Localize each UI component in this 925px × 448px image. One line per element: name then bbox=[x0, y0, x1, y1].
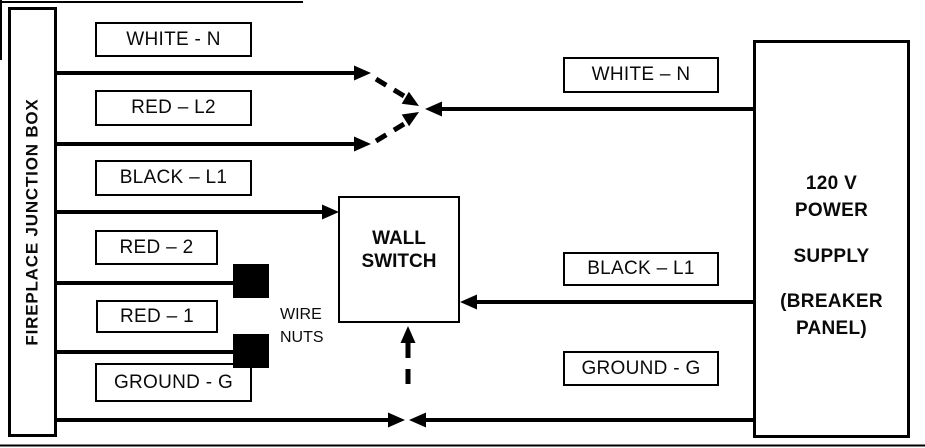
wire-label-text: GROUND - G bbox=[581, 357, 701, 379]
wire-label-text: BLACK – L1 bbox=[119, 167, 228, 188]
arrowhead-ground-right bbox=[409, 412, 426, 428]
arrowhead-dashed-top bbox=[401, 91, 419, 106]
wire-label-text: WHITE - N bbox=[126, 28, 221, 50]
wire-label-red-l2: RED – L2 bbox=[95, 90, 252, 126]
wire-nut-1 bbox=[233, 264, 269, 298]
wire-label-text: RED – L2 bbox=[131, 97, 216, 118]
wire-label-ground-g-right: GROUND - G bbox=[563, 351, 719, 386]
wire-label-text: BLACK – L1 bbox=[587, 258, 695, 279]
wall-switch-box: WALL SWITCH bbox=[338, 196, 460, 323]
wire-label-white-n-left: WHITE - N bbox=[95, 22, 252, 57]
power-supply-line-1: 120 V bbox=[805, 173, 858, 194]
arrowhead-dashed-bottom bbox=[401, 112, 419, 127]
fireplace-junction-box: FIREPLACE JUNCTION BOX bbox=[8, 7, 57, 437]
wire-label-text: RED – 2 bbox=[119, 236, 194, 258]
wire-label-text: WHITE – N bbox=[591, 64, 691, 85]
wire-label-black-l1-left: BLACK – L1 bbox=[95, 160, 252, 196]
arrowhead-ground-left bbox=[388, 412, 405, 428]
wire-label-red-2: RED – 2 bbox=[95, 230, 218, 265]
wire-label-ground-g-left: GROUND - G bbox=[95, 363, 252, 402]
power-supply-box: 120 V POWER SUPPLY (BREAKER PANEL) bbox=[753, 40, 910, 438]
wire-label-text: RED – 1 bbox=[120, 305, 194, 327]
power-supply-label: 120 V POWER SUPPLY (BREAKER PANEL) bbox=[780, 170, 883, 342]
power-supply-line-5: PANEL) bbox=[795, 318, 868, 339]
arrowhead-white-n-left bbox=[354, 65, 371, 81]
wall-switch-label: WALL SWITCH bbox=[361, 227, 437, 272]
wire-label-text: GROUND - G bbox=[113, 371, 234, 393]
arrowhead-black-l1-right bbox=[460, 294, 477, 310]
arrowhead-dashed-switch bbox=[400, 326, 416, 343]
power-supply-line-3: SUPPLY bbox=[793, 246, 870, 267]
arrowhead-black-l1-left bbox=[322, 204, 339, 220]
wire-label-red-1: RED – 1 bbox=[96, 300, 218, 333]
arrowhead-red-l2 bbox=[354, 136, 371, 152]
wire-label-black-l1-right: BLACK – L1 bbox=[563, 252, 719, 286]
power-supply-line-4: (BREAKER bbox=[780, 291, 883, 312]
dashed-connector-top bbox=[374, 76, 406, 99]
dashed-connector-bottom bbox=[374, 121, 406, 144]
wire-label-white-n-right: WHITE – N bbox=[563, 57, 719, 93]
wire-nuts-label: WIRE NUTS bbox=[280, 306, 324, 346]
arrowhead-white-n-right bbox=[425, 101, 442, 117]
fireplace-junction-box-label: FIREPLACE JUNCTION BOX bbox=[22, 98, 42, 346]
power-supply-line-2: POWER bbox=[794, 200, 869, 221]
